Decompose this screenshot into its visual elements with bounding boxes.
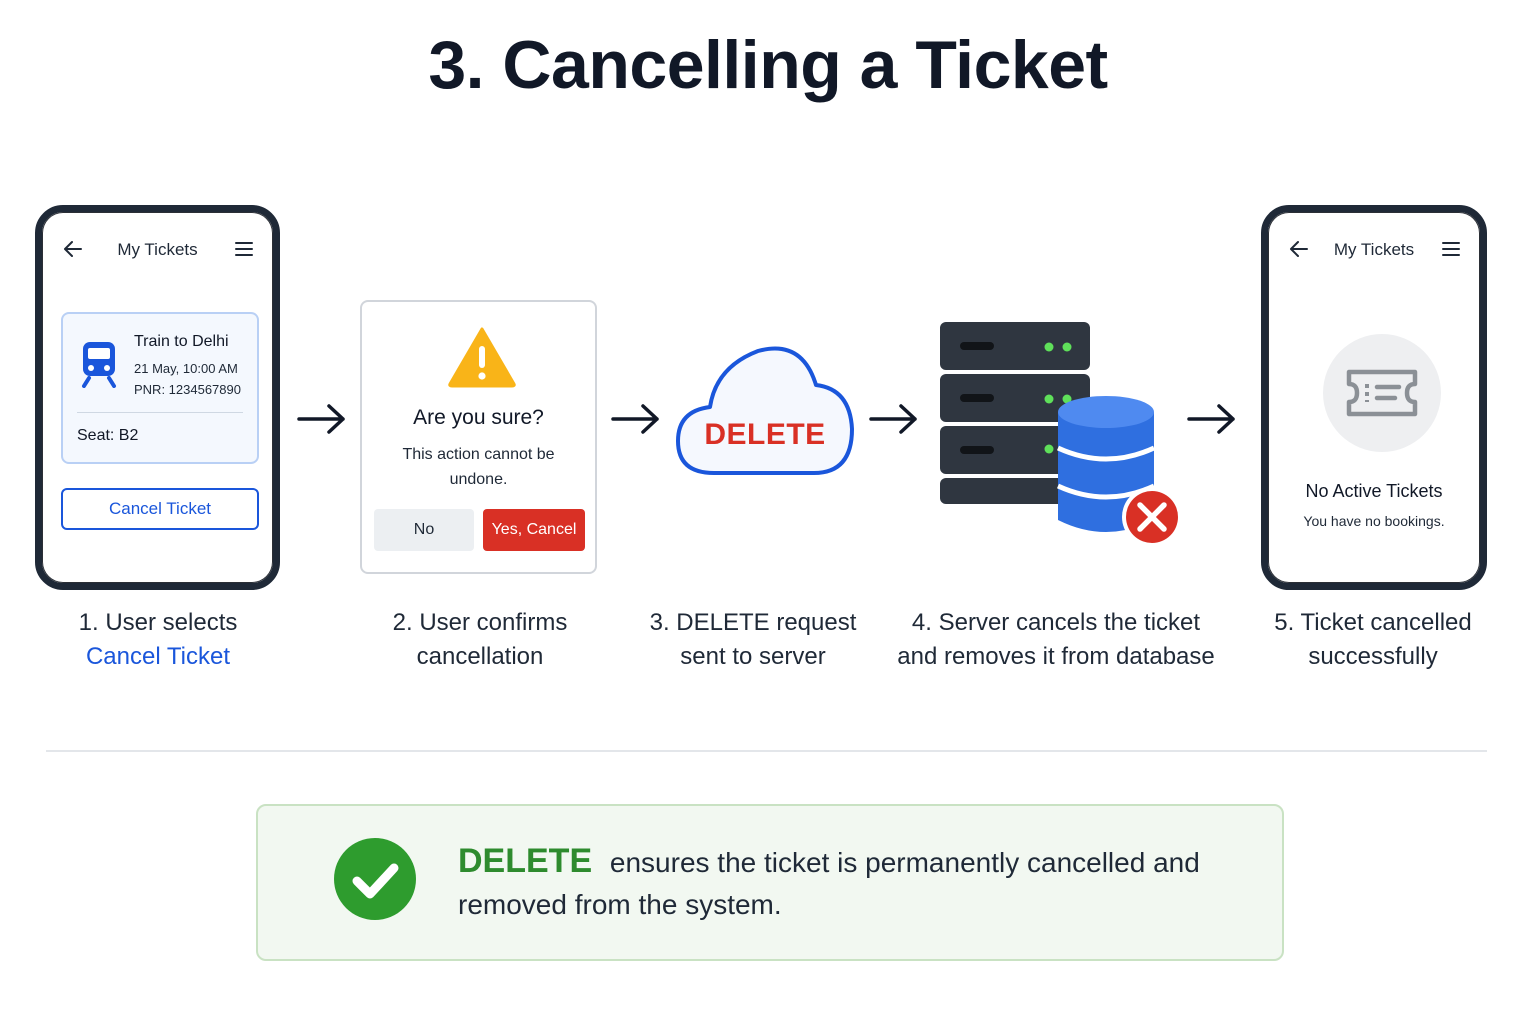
caption-text: 5. Ticket cancelled — [1274, 609, 1472, 636]
phone-header: My Tickets — [45, 237, 270, 263]
summary-body: ensures the ticket is permanently cancel… — [458, 847, 1200, 920]
caption-step3: 3. DELETE request sent to server — [628, 606, 878, 674]
caption-text: 1. User selects — [78, 609, 238, 636]
arrow-right-icon — [611, 404, 659, 434]
menu-icon[interactable] — [232, 237, 256, 261]
ticket-card[interactable]: Train to Delhi 21 May, 10:00 AM PNR: 123… — [61, 312, 259, 464]
ticket-date: 21 May, 10:00 AM — [134, 361, 238, 376]
caption-step4: 4. Server cancels the ticket and removes… — [886, 606, 1226, 674]
empty-state-subtitle: You have no bookings. — [1303, 513, 1445, 529]
arrow-right-icon — [297, 404, 345, 434]
server-icon — [940, 322, 1182, 547]
summary-note: DELETE ensures the ticket is permanently… — [256, 804, 1284, 961]
section-divider — [46, 750, 1487, 752]
phone-step5: My Tickets No Active Tickets You have no… — [1261, 205, 1487, 590]
divider — [77, 412, 243, 413]
phone-step1: My Tickets Train to Delhi 21 May, 10:00 … — [35, 205, 280, 590]
delete-label: DELETE — [704, 418, 826, 451]
dialog-title: Are you sure? — [413, 406, 544, 429]
caption-text: 2. User confirms — [392, 609, 568, 636]
back-arrow-icon[interactable] — [61, 237, 85, 261]
caption-highlight: Cancel Ticket — [85, 643, 231, 670]
empty-state-title: No Active Tickets — [1305, 481, 1443, 501]
caption-step1: 1. User selects Cancel Ticket — [38, 606, 278, 674]
phone-header: My Tickets — [1271, 237, 1477, 263]
caption-text: successfully — [1308, 643, 1438, 670]
ticket-icon — [1346, 369, 1418, 417]
empty-state-circle — [1323, 334, 1441, 452]
error-icon — [1122, 487, 1182, 547]
dialog-body: This action cannot be undone. — [402, 446, 555, 488]
yes-cancel-button[interactable]: Yes, Cancel — [483, 509, 585, 551]
caption-text: cancellation — [416, 643, 544, 670]
caption-text: sent to server — [680, 643, 826, 670]
summary-keyword: DELETE — [458, 842, 593, 880]
ticket-pnr: PNR: 1234567890 — [134, 382, 241, 397]
caption-text: and removes it from database — [897, 643, 1215, 670]
confirm-dialog: Are you sure? This action cannot be undo… — [360, 300, 597, 574]
cancel-ticket-button[interactable]: Cancel Ticket — [61, 488, 259, 530]
back-arrow-icon[interactable] — [1287, 237, 1311, 261]
caption-text: 4. Server cancels the ticket — [911, 609, 1201, 636]
caption-step2: 2. User confirms cancellation — [360, 606, 600, 674]
caption-step5: 5. Ticket cancelled successfully — [1253, 606, 1493, 674]
menu-icon[interactable] — [1439, 237, 1463, 261]
ticket-seat: Seat: B2 — [77, 427, 139, 444]
no-button[interactable]: No — [374, 509, 474, 551]
phone-title: My Tickets — [117, 240, 198, 259]
arrow-right-icon — [869, 404, 917, 434]
arrow-right-icon — [1187, 404, 1235, 434]
cloud-icon — [676, 346, 854, 475]
page-title: 3. Cancelling a Ticket — [428, 27, 1108, 103]
caption-text: 3. DELETE request — [649, 609, 857, 636]
ticket-name: Train to Delhi — [134, 333, 229, 350]
train-icon — [82, 342, 116, 388]
phone-title: My Tickets — [1333, 240, 1415, 259]
server-rack — [940, 322, 1090, 504]
warning-icon — [448, 327, 516, 388]
check-circle-icon — [334, 838, 416, 920]
summary-text: DELETE ensures the ticket is permanently… — [458, 840, 1238, 926]
